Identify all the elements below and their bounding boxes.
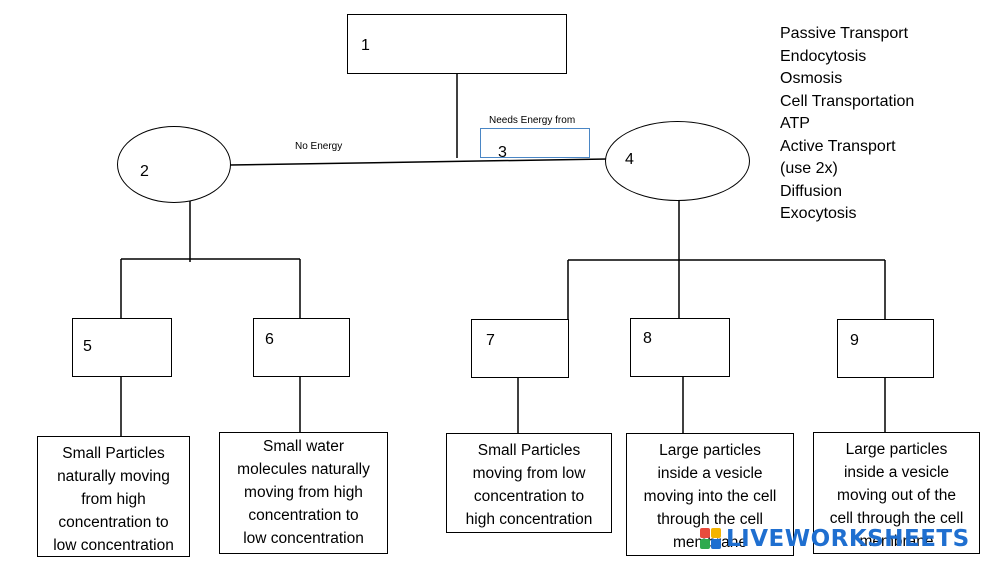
node-number-3: 3	[498, 144, 507, 161]
word-bank-item: ATP	[780, 115, 810, 132]
desc-line: low concentration	[53, 537, 174, 554]
desc-line: membrane	[672, 534, 748, 551]
watermark-text: LIVEWORKSHEETS	[726, 526, 970, 552]
desc-line: moving into the cell	[643, 488, 777, 505]
node-box-7[interactable]: 7	[471, 319, 569, 378]
word-bank-item: Passive Transport	[780, 25, 909, 42]
desc-line: Small Particles	[62, 445, 165, 462]
desc-line: concentration to	[248, 507, 359, 524]
desc-line: inside a vesicle	[657, 465, 763, 482]
node-number-9: 9	[850, 332, 859, 349]
desc-line: moving out of the	[837, 487, 956, 504]
node-box-1[interactable]: 1	[347, 14, 567, 74]
liveworksheets-watermark: LIVEWORKSHEETS	[700, 526, 970, 552]
node-box-5[interactable]: 5	[72, 318, 172, 377]
node-number-4: 4	[625, 151, 634, 168]
description-box-8: Large particles inside a vesicle moving …	[626, 433, 794, 556]
word-bank-item: (use 2x)	[780, 160, 838, 177]
node-number-7: 7	[486, 332, 495, 349]
node-ellipse-2[interactable]: 2	[117, 126, 231, 203]
desc-line: cell through the cell	[829, 510, 964, 527]
desc-line: from high	[81, 491, 146, 508]
desc-line: membrane	[859, 533, 934, 550]
desc-line: concentration to	[473, 488, 585, 505]
desc-line: moving from high	[244, 484, 363, 501]
desc-line: low concentration	[243, 530, 364, 547]
description-box-7: Small Particles moving from low concentr…	[446, 433, 612, 533]
no-energy-label: No Energy	[295, 141, 343, 152]
node-number-6: 6	[265, 331, 274, 348]
node-box-9[interactable]: 9	[837, 319, 934, 378]
desc-line: through the cell	[657, 511, 763, 528]
connector-2-4	[229, 158, 608, 166]
desc-line: inside a vesicle	[843, 464, 950, 481]
word-bank-item: Diffusion	[780, 182, 842, 200]
liveworksheets-logo-icon	[700, 528, 722, 550]
node-number-1: 1	[361, 37, 370, 54]
desc-line: Small water	[263, 438, 344, 455]
node-number-2: 2	[140, 163, 149, 180]
desc-line: molecules naturally	[237, 461, 370, 478]
desc-line: moving from low	[472, 465, 586, 482]
node-box-3[interactable]: 3	[480, 128, 590, 161]
node-box-6[interactable]: 6	[253, 318, 350, 377]
word-bank-item: Osmosis	[780, 70, 843, 87]
word-bank-item: Endocytosis	[780, 47, 867, 65]
desc-line: Large particles	[845, 441, 948, 458]
word-bank-item: Exocytosis	[780, 205, 857, 222]
word-bank-item: Cell Transportation	[780, 92, 915, 110]
desc-line: concentration to	[58, 514, 169, 531]
word-bank-item: Active Transport	[780, 137, 896, 155]
description-box-6: Small water molecules naturally moving f…	[219, 432, 388, 554]
description-box-9: Large particles inside a vesicle moving …	[813, 432, 980, 554]
word-bank: Passive Transport Endocytosis Osmosis Ce…	[780, 23, 914, 226]
node-number-5: 5	[83, 338, 92, 355]
node-number-8: 8	[643, 330, 652, 347]
desc-line: Small Particles	[477, 442, 581, 459]
description-box-5: Small Particles naturally moving from hi…	[37, 436, 190, 557]
desc-line: naturally moving	[57, 468, 170, 485]
desc-line: Large particles	[659, 442, 761, 459]
node-ellipse-4[interactable]: 4	[605, 121, 750, 201]
node-box-8[interactable]: 8	[630, 318, 730, 377]
needs-energy-label: Needs Energy from	[489, 115, 576, 126]
desc-line: high concentration	[465, 511, 593, 528]
